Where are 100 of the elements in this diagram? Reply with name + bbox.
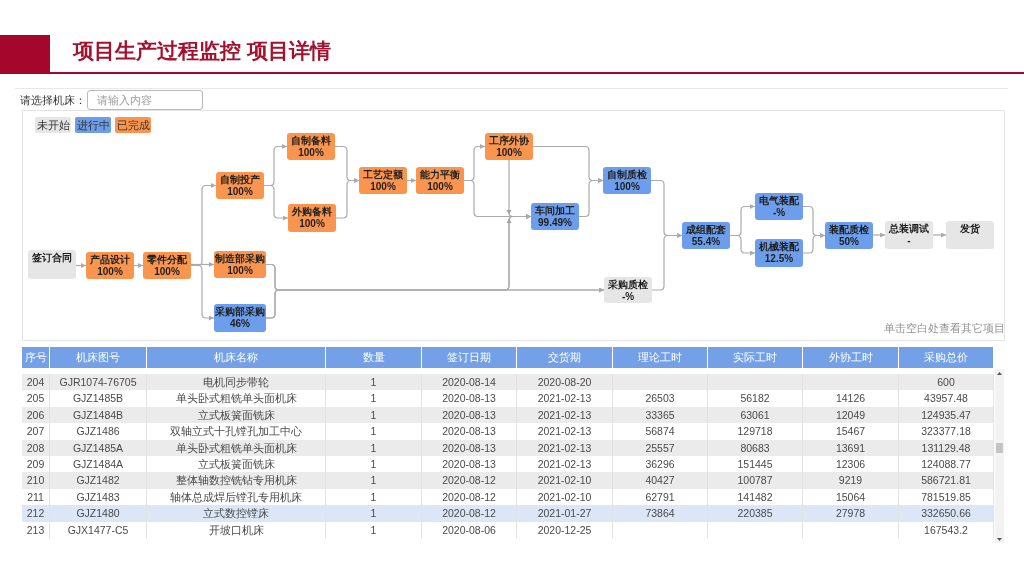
arrow: [508, 159, 532, 219]
table-cell: 40427: [613, 472, 708, 489]
step-name: 车间加工: [535, 205, 575, 217]
table-cell: 立式数控镗床: [147, 505, 326, 522]
table-cell: 220385: [708, 505, 803, 522]
step-name: 工序外协: [489, 135, 529, 147]
column-header: 数量: [326, 347, 422, 368]
process-box: [885, 221, 933, 249]
step-name: 装配质检: [829, 224, 869, 236]
arrow: [190, 264, 215, 321]
progress-value: 100%: [97, 265, 123, 277]
step-name: 采购质检: [608, 279, 648, 291]
process-box: [825, 222, 873, 249]
progress-value: -%: [621, 290, 635, 302]
step-name: 采购部采购: [215, 306, 265, 318]
progress-value: 50%: [839, 235, 859, 247]
progress-value: 100%: [496, 146, 522, 158]
step-name: 签订合同: [32, 252, 72, 264]
column-header: 外协工时: [803, 347, 899, 368]
arrow: [190, 262, 215, 267]
table-cell: 210: [22, 472, 50, 489]
step-name: 产品设计: [90, 254, 130, 266]
step-name: 自制质检: [607, 169, 647, 181]
step-name: 外购备料: [292, 206, 332, 218]
progress-value: 55.4%: [691, 235, 721, 247]
column-header: 理论工时: [613, 347, 708, 368]
page-title: 项目生产过程监控 项目详情: [73, 38, 331, 64]
progress-value: 100%: [227, 264, 253, 276]
arrow: [729, 234, 756, 256]
step-name: 自制备料: [291, 135, 331, 147]
progress-value: 12.5%: [764, 252, 794, 264]
table-cell: 332650.66: [899, 505, 994, 522]
legend-chip: 已完成: [115, 117, 151, 133]
step-name: 工艺定额: [363, 169, 403, 181]
arrow: [335, 178, 360, 219]
search-input: 请输入内容: [87, 90, 203, 110]
table-cell: 9219: [803, 472, 899, 489]
progress-value: 99.49%: [538, 216, 572, 228]
field-label: 请选择机床：: [20, 94, 86, 107]
progress-value: 100%: [227, 185, 253, 197]
step-name: 零件分配: [147, 254, 187, 266]
table-cell: 2021-01-27: [517, 505, 613, 522]
table-cell: 212: [22, 505, 50, 522]
table-cell: 2020-08-12: [422, 472, 517, 489]
process-box: [485, 133, 533, 160]
process-box: [416, 167, 464, 194]
process-box: [287, 133, 335, 160]
arrow: [133, 263, 144, 268]
table-cell: 586721.81: [899, 472, 994, 489]
table-cell: 73864: [613, 505, 708, 522]
table-cell: 600: [899, 374, 994, 391]
progress-value: -%: [772, 206, 786, 218]
step-name: 自制投产: [220, 174, 260, 186]
column-header: 签订日期: [422, 347, 517, 368]
column-header: 采购总价: [899, 347, 994, 368]
progress-value: 100%: [614, 180, 640, 192]
process-box: [86, 252, 134, 279]
table-cell: 电机同步带轮: [147, 374, 326, 391]
process-box: [288, 204, 336, 232]
process-box: [531, 203, 579, 230]
step-name: 发货: [960, 223, 980, 235]
process-box: [603, 167, 651, 194]
arrow: [578, 178, 604, 218]
table-cell: 2020-08-20: [517, 374, 613, 391]
column-header: 实际工时: [708, 347, 803, 368]
table-cell: 整体轴数控铣钻专用机床: [147, 472, 326, 489]
table-cell: 27978: [803, 505, 899, 522]
column-header: 交货期: [517, 347, 613, 368]
process-box: [216, 172, 264, 199]
arrow: [932, 232, 947, 238]
process-box: [755, 239, 803, 267]
table-cell: 1: [326, 472, 422, 489]
hint-text: 单击空白处查看其它项目: [884, 322, 1005, 335]
progress-value: 100%: [298, 146, 324, 158]
progress-value: 100%: [299, 217, 325, 229]
arrow: [75, 263, 87, 268]
column-header: 序号: [22, 347, 50, 368]
process-box: [755, 193, 803, 220]
process-box: [28, 250, 76, 279]
arrow: [263, 184, 289, 221]
table-cell: 2020-08-14: [422, 374, 517, 391]
arrow: [651, 233, 683, 291]
progress-value: 100%: [154, 265, 180, 277]
process-box: [359, 167, 407, 194]
progress-value: 46%: [230, 317, 250, 329]
step-name: 总装调试: [889, 223, 929, 235]
progress-value: 100%: [427, 180, 453, 192]
arrow: [406, 178, 417, 183]
process-box: [143, 252, 191, 279]
progress-value: -: [907, 234, 911, 246]
table-cell: 2021-02-10: [517, 472, 613, 489]
table-cell: GJZ1482: [50, 472, 147, 489]
step-name: 成组配套: [686, 224, 726, 236]
step-name: 制造部采购: [215, 253, 265, 265]
process-box: [214, 304, 266, 332]
process-box: [604, 277, 652, 303]
legend-chip: 进行中: [75, 117, 111, 133]
table-cell: GJR1074-76705: [50, 374, 147, 391]
step-name: 机械装配: [759, 241, 799, 253]
table-cell: 2020-08-12: [422, 505, 517, 522]
